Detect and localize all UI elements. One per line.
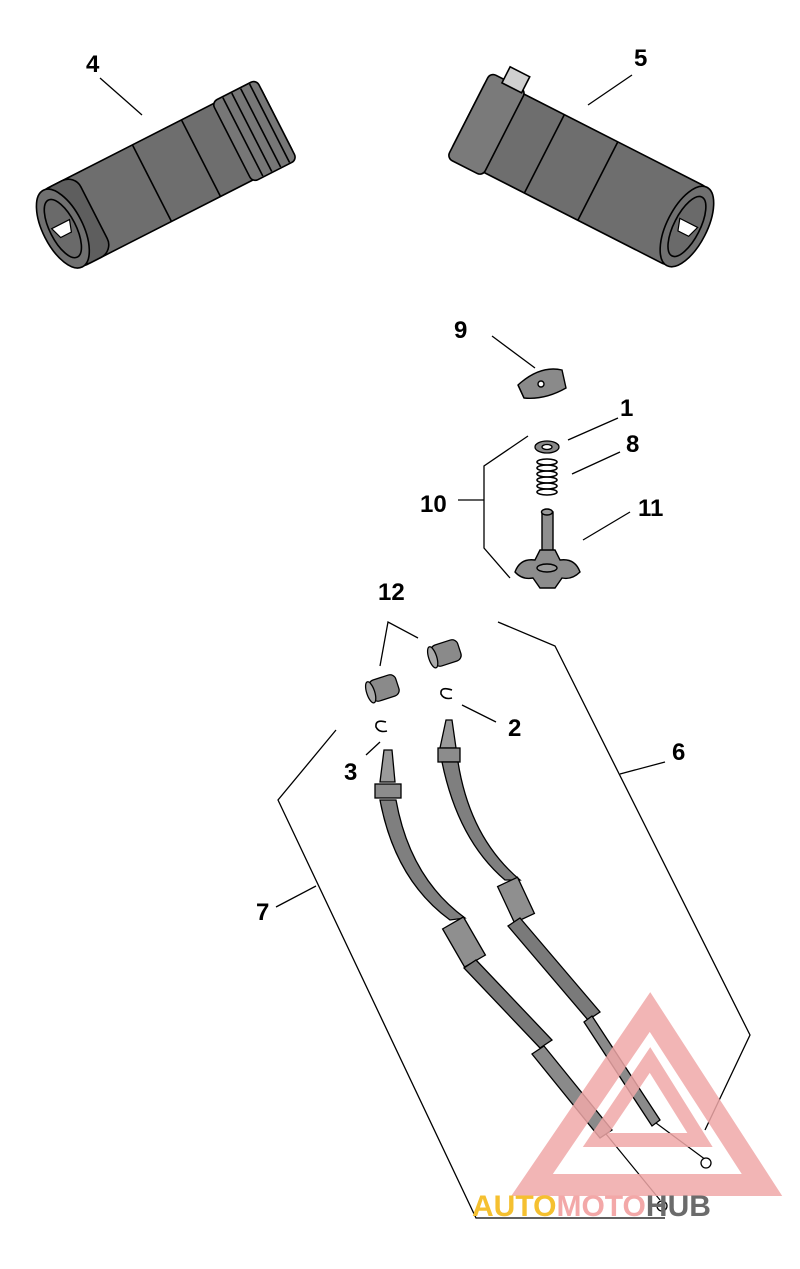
watermark-logo: AUTOMOTOHUB <box>472 992 783 1223</box>
cable-clips <box>375 687 453 733</box>
callout-4: 4 <box>86 51 100 78</box>
friction-shoe <box>517 368 567 399</box>
callout-6: 6 <box>672 739 685 766</box>
retaining-ring <box>534 440 560 454</box>
callout-labels: 1 2 3 4 5 6 7 8 9 10 11 12 <box>86 45 685 926</box>
leader-lines <box>99 74 751 1219</box>
right-hand-grip <box>448 65 715 268</box>
left-hand-grip <box>35 80 296 269</box>
watermark-text: AUTOMOTOHUB <box>472 1190 711 1223</box>
spring <box>536 458 558 496</box>
callout-8: 8 <box>626 431 639 458</box>
callout-2: 2 <box>508 715 521 742</box>
adjusting-screw <box>514 508 581 589</box>
callout-1: 1 <box>620 395 633 422</box>
callout-7: 7 <box>256 899 269 926</box>
callout-9: 9 <box>454 317 467 344</box>
callout-11: 11 <box>638 495 663 522</box>
ferrules <box>364 639 462 704</box>
callout-12: 12 <box>378 579 405 606</box>
callout-5: 5 <box>634 45 647 72</box>
watermark-triangle <box>511 992 783 1196</box>
callout-10: 10 <box>420 491 447 518</box>
callout-3: 3 <box>344 759 357 786</box>
